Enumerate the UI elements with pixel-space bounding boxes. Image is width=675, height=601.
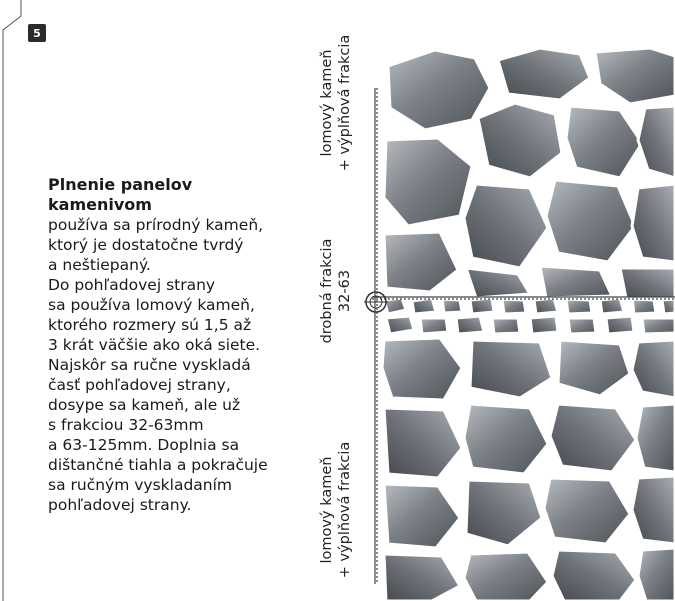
body-line: časť pohľadovej strany,: [48, 375, 284, 395]
stone: [384, 232, 458, 292]
stone: [386, 316, 414, 334]
stone: [546, 180, 635, 262]
body-line: Najskôr sa ručne vyskladá: [48, 355, 284, 375]
body-line: dištančné tiahla a pokračuje: [48, 455, 284, 475]
body-line: 3 krát väčšie ako oká siete.: [48, 335, 284, 355]
section-title: Plnenie panelov kamenivom: [48, 175, 238, 215]
page-edge-rule: [0, 0, 22, 601]
stone: [638, 106, 675, 178]
stone: [384, 408, 462, 478]
stone: [384, 484, 460, 548]
body-line: sa ručným vyskladaním: [48, 475, 284, 495]
stone: [456, 316, 484, 334]
stone: [632, 340, 675, 398]
label-line: + výplňová frakcia: [336, 435, 354, 585]
body-text: Plnenie panelov kamenivom používa sa prí…: [48, 175, 284, 515]
label-line: 32-63: [336, 216, 354, 366]
body-line: dosype sa kameň, ale už: [48, 395, 284, 415]
stone: [466, 480, 542, 546]
stone: [606, 316, 634, 334]
spiral-binder-icon: [362, 288, 390, 316]
stone: [568, 318, 596, 334]
body-line: a neštiepaný.: [48, 255, 284, 275]
stone: [566, 106, 642, 178]
stone: [388, 50, 490, 130]
body-line: používa sa prírodný kameň,: [48, 215, 284, 235]
stone: [420, 318, 448, 334]
label-line: lomový kameň: [318, 435, 336, 585]
body-line: Do pohľadovej strany: [48, 275, 284, 295]
label-line: + výplňová frakcia: [336, 28, 354, 178]
horizontal-mesh-wire: [372, 293, 675, 303]
label-middle-fraction: drobná frakcia 32-63: [318, 216, 354, 366]
label-bottom-stone: lomový kameň + výplňová frakcia: [318, 435, 354, 585]
label-line: lomový kameň: [318, 28, 336, 178]
body-line: ktorý je dostatočne tvrdý: [48, 235, 284, 255]
stone: [595, 48, 675, 104]
stone: [530, 316, 558, 334]
stone: [492, 318, 520, 334]
stone: [464, 404, 548, 474]
label-line: drobná frakcia: [318, 216, 336, 366]
stone: [550, 404, 636, 472]
label-top-stone: lomový kameň + výplňová frakcia: [318, 28, 354, 178]
body-line: sa používa lomový kameň,: [48, 295, 284, 315]
stone: [544, 478, 630, 544]
stone: [478, 103, 562, 178]
stone: [464, 552, 548, 601]
stone: [470, 340, 552, 398]
body-line: s frakciou 32-63mm: [48, 415, 284, 435]
page-number-badge: 5: [28, 24, 46, 42]
vertical-mesh-wire: [373, 88, 379, 584]
stone: [638, 548, 675, 601]
stone: [464, 184, 548, 268]
stone: [632, 184, 675, 262]
body-line: ktorého rozmery sú 1,5 až: [48, 315, 284, 335]
stone: [498, 48, 590, 100]
stone: [384, 554, 460, 601]
stone: [382, 338, 462, 400]
stone: [558, 340, 630, 396]
stone: [632, 476, 675, 544]
stone: [384, 138, 472, 226]
body-line: a 63-125mm. Doplnia sa: [48, 435, 284, 455]
stone-fill-illustration: [380, 48, 675, 601]
stone: [636, 404, 675, 472]
stone: [552, 550, 636, 601]
stone: [642, 318, 675, 334]
body-line: pohľadovej strany.: [48, 495, 284, 515]
